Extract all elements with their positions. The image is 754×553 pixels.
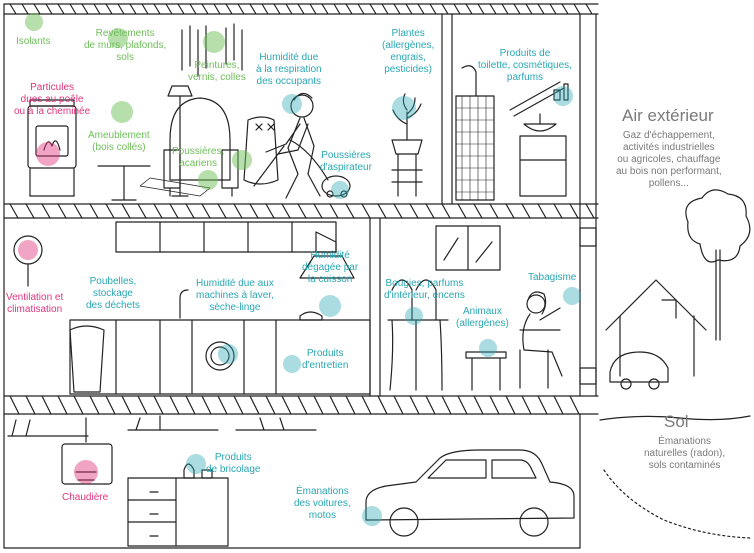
- outside-car-drawing: [609, 351, 669, 390]
- outside-tree-drawing: [685, 189, 751, 341]
- bathroom-sink-drawing: [509, 81, 569, 197]
- shower-drawing: [455, 65, 495, 201]
- hood-drawing: [299, 255, 355, 279]
- smoker-drawing: [519, 291, 563, 389]
- outside-house-drawing: [605, 279, 707, 377]
- source-markers: [18, 13, 581, 526]
- air-exterieur-text: Gaz d'échappement,activités industrielle…: [616, 130, 722, 189]
- side-table-drawing: [97, 165, 151, 201]
- workbench-drawing: [127, 463, 229, 547]
- person-vacuuming-drawing: [243, 92, 351, 199]
- label-chaudiere: Chaudière: [62, 492, 109, 503]
- armchair-drawing: [139, 97, 239, 197]
- car-drawing: [365, 449, 575, 537]
- label-tabagisme: Tabagisme: [528, 272, 577, 283]
- roof-band: [3, 3, 599, 15]
- plant-stand-drawing: [391, 93, 423, 197]
- floor-band-2: [3, 395, 599, 415]
- shelves-drawing: [7, 415, 317, 437]
- ventilation-drawing: [13, 235, 43, 287]
- ground-drawing: [599, 415, 751, 539]
- curtain-lines: [181, 23, 243, 77]
- boiler-drawing: [61, 417, 113, 485]
- kitchen-counter: [69, 289, 371, 395]
- trash-bin-drawing: [69, 325, 105, 393]
- kitchen-cabinets-upper: [115, 221, 337, 253]
- dining-window-drawing: [435, 225, 501, 271]
- dining-table-drawing: [387, 279, 507, 391]
- sol-title: Sol: [664, 412, 689, 431]
- label-peintures: Peintures,vernis, colles: [188, 60, 246, 83]
- label-poussieres-acariens: Poussières,acariens: [172, 146, 225, 169]
- label-animaux: Animaux(allergènes): [456, 306, 509, 329]
- air-exterieur-title: Air extérieur: [622, 106, 714, 125]
- label-isolants: Isolants: [16, 36, 51, 47]
- wood-stove-drawing: [27, 99, 77, 197]
- floor-band-1: [3, 203, 599, 219]
- outer-walls: [3, 3, 597, 549]
- label-plantes: Plantes(allergènes,engrais,pesticides): [382, 28, 435, 75]
- label-ameublement: Ameublement(bois collés): [88, 130, 150, 153]
- interior-walls: [369, 13, 453, 397]
